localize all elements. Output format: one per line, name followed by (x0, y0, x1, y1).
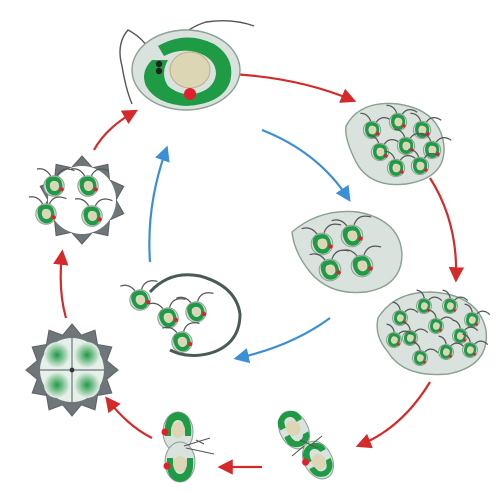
eyespot (184, 88, 196, 100)
meiotic-product-2 (70, 168, 109, 197)
daughter-cell-1 (301, 223, 342, 256)
arrow-sporangium-to-gametangium (429, 177, 465, 283)
sporangium-cell-2 (386, 104, 418, 132)
sporangium-8 (291, 210, 403, 294)
gamete-10 (462, 333, 489, 358)
meiotic-product-4 (74, 198, 113, 227)
sporangium-cell-7 (384, 150, 416, 178)
arrow-zygospore-to-germination (53, 249, 69, 319)
gamete-7 (452, 319, 479, 344)
sporangium-cell-8 (408, 148, 440, 176)
asexual-cycle-arrows (148, 128, 351, 364)
gamete-4 (464, 303, 491, 328)
daughter-cell-3 (309, 249, 350, 282)
basal-body-2 (155, 67, 163, 75)
arrow-fusion-to-zygospore (105, 396, 153, 439)
zygote-germination (28, 155, 125, 245)
arrow-vegetative-to-sporangium (231, 72, 357, 103)
nucleus (169, 51, 211, 89)
hatching-daughters (120, 273, 242, 357)
basal-body (155, 60, 163, 68)
hatching-cell-3 (176, 292, 214, 323)
gamete-8 (412, 341, 439, 366)
hatching-cell-2 (148, 298, 186, 329)
hatching-cell-4 (162, 322, 200, 353)
arrow-gametangium-to-pairing (355, 381, 431, 449)
sporangium8-wall (291, 210, 403, 294)
gamete-pairing (277, 410, 335, 480)
gamete-2 (416, 289, 443, 314)
gamete-6 (428, 309, 455, 334)
arrow-vegetative-to-sporangium8 (261, 128, 351, 202)
sporangium-4 (345, 102, 452, 186)
gamete-9 (438, 335, 465, 360)
sporangium-cell-1 (360, 112, 392, 140)
hatching-wall (148, 273, 242, 357)
zygote-fusion (161, 411, 215, 483)
meiotic-product-1 (36, 168, 75, 197)
meiotic-product-3 (28, 196, 67, 225)
zygospore (25, 323, 119, 417)
gamete-3 (442, 289, 469, 314)
chloroplast (144, 37, 232, 106)
vegetative-cell (119, 19, 255, 111)
arrow-hatching-to-vegetative (148, 145, 170, 263)
daughter-cell-2 (331, 215, 372, 248)
sporangium-cell-4 (368, 134, 400, 162)
gamete-11 (386, 323, 413, 348)
sexual-cycle-arrows (53, 72, 465, 475)
arrow-germination-to-vegetative (93, 109, 139, 151)
gametangium (376, 289, 491, 376)
arrow-sporangium8-to-hatching (233, 317, 331, 364)
daughter-cell-4 (341, 245, 382, 278)
hatching-cell-1 (120, 280, 158, 311)
